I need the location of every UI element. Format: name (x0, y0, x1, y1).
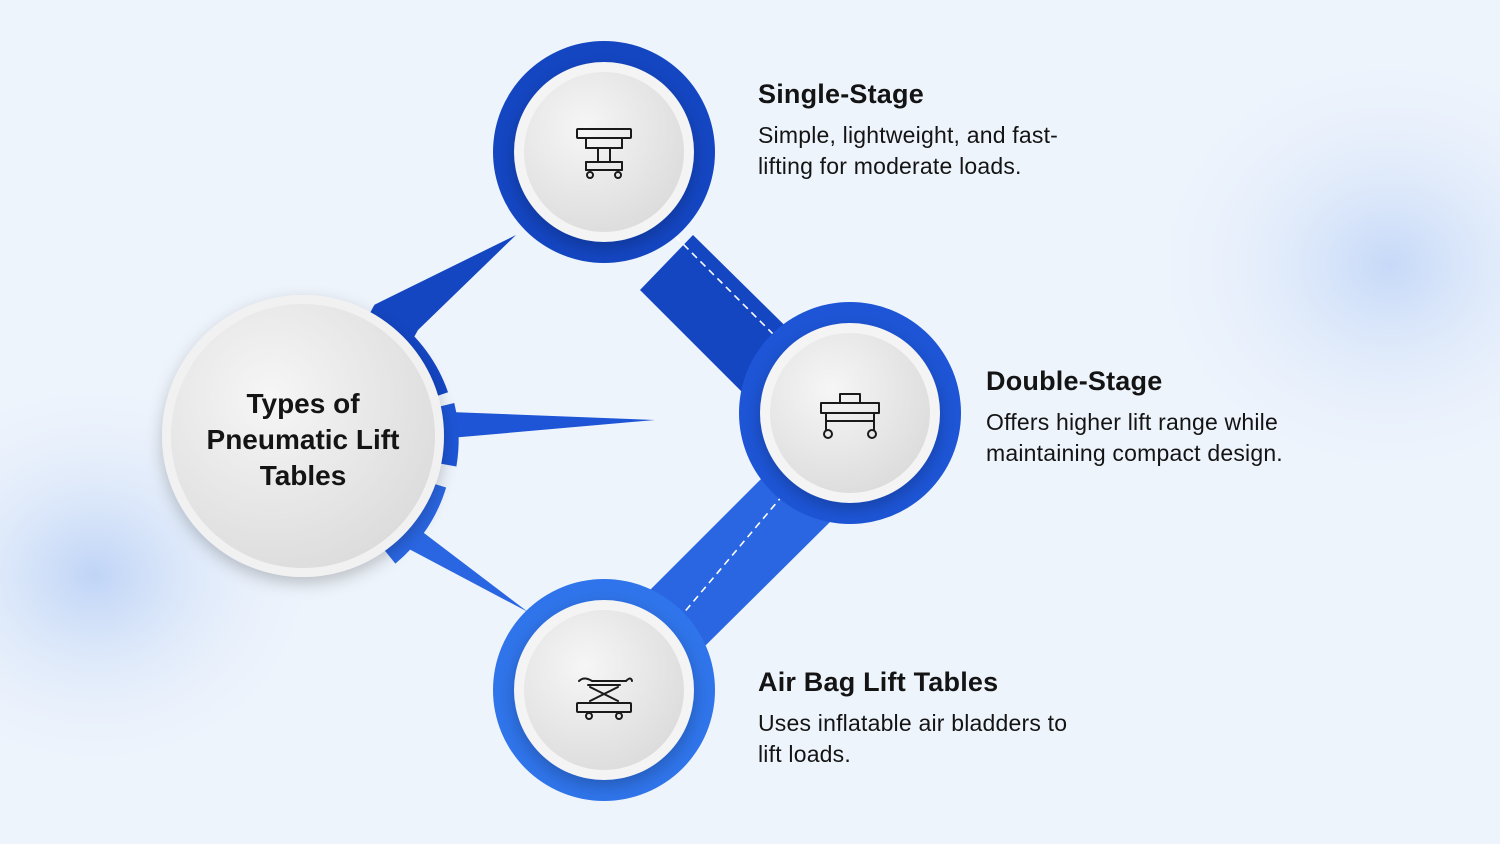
item-description: Simple, lightweight, and fast- lifting f… (758, 120, 1188, 182)
item-description-line-1: Simple, lightweight, and fast- (758, 122, 1059, 148)
item-description: Uses inflatable air bladders to lift loa… (758, 708, 1188, 770)
item-description: Offers higher lift range while maintaini… (986, 407, 1446, 469)
center-title-line-2: Pneumatic Lift (206, 424, 400, 455)
spike-bottom (392, 530, 528, 612)
center-title-line-1: Types of (246, 388, 360, 419)
item-description-line-2: maintaining compact design. (986, 440, 1283, 466)
item-double-stage: Double-Stage Offers higher lift range wh… (986, 366, 1446, 469)
node-single-stage (493, 41, 715, 263)
item-title: Air Bag Lift Tables (758, 667, 999, 697)
item-description-line-1: Offers higher lift range while (986, 409, 1278, 435)
connector-dash-bottom (681, 494, 784, 616)
item-description-line-2: lifting for moderate loads. (758, 153, 1022, 179)
cart-table-icon (820, 393, 880, 439)
spike-middle (450, 412, 655, 438)
item-single-stage: Single-Stage Simple, lightweight, and fa… (758, 79, 1188, 182)
item-air-bag: Air Bag Lift Tables Uses inflatable air … (758, 667, 1188, 770)
node-air-bag (493, 579, 715, 801)
background-glow-right (1130, 35, 1500, 495)
item-title: Double-Stage (986, 366, 1163, 396)
lift-table-icon (576, 128, 632, 179)
connector-dash-top (674, 235, 785, 346)
center-ring-arc-bottom (384, 482, 447, 564)
center-ring-arc-middle (437, 403, 459, 467)
center-title-line-3: Tables (259, 460, 347, 491)
item-description-line-1: Uses inflatable air bladders to (758, 710, 1068, 736)
item-description-line-2: lift loads. (758, 741, 851, 767)
center-title: Types of Pneumatic Lift Tables (178, 386, 428, 494)
center-circle-inner (171, 304, 435, 568)
spike-top (374, 235, 516, 348)
scissor-lift-icon (576, 677, 633, 720)
item-title: Single-Stage (758, 79, 924, 109)
